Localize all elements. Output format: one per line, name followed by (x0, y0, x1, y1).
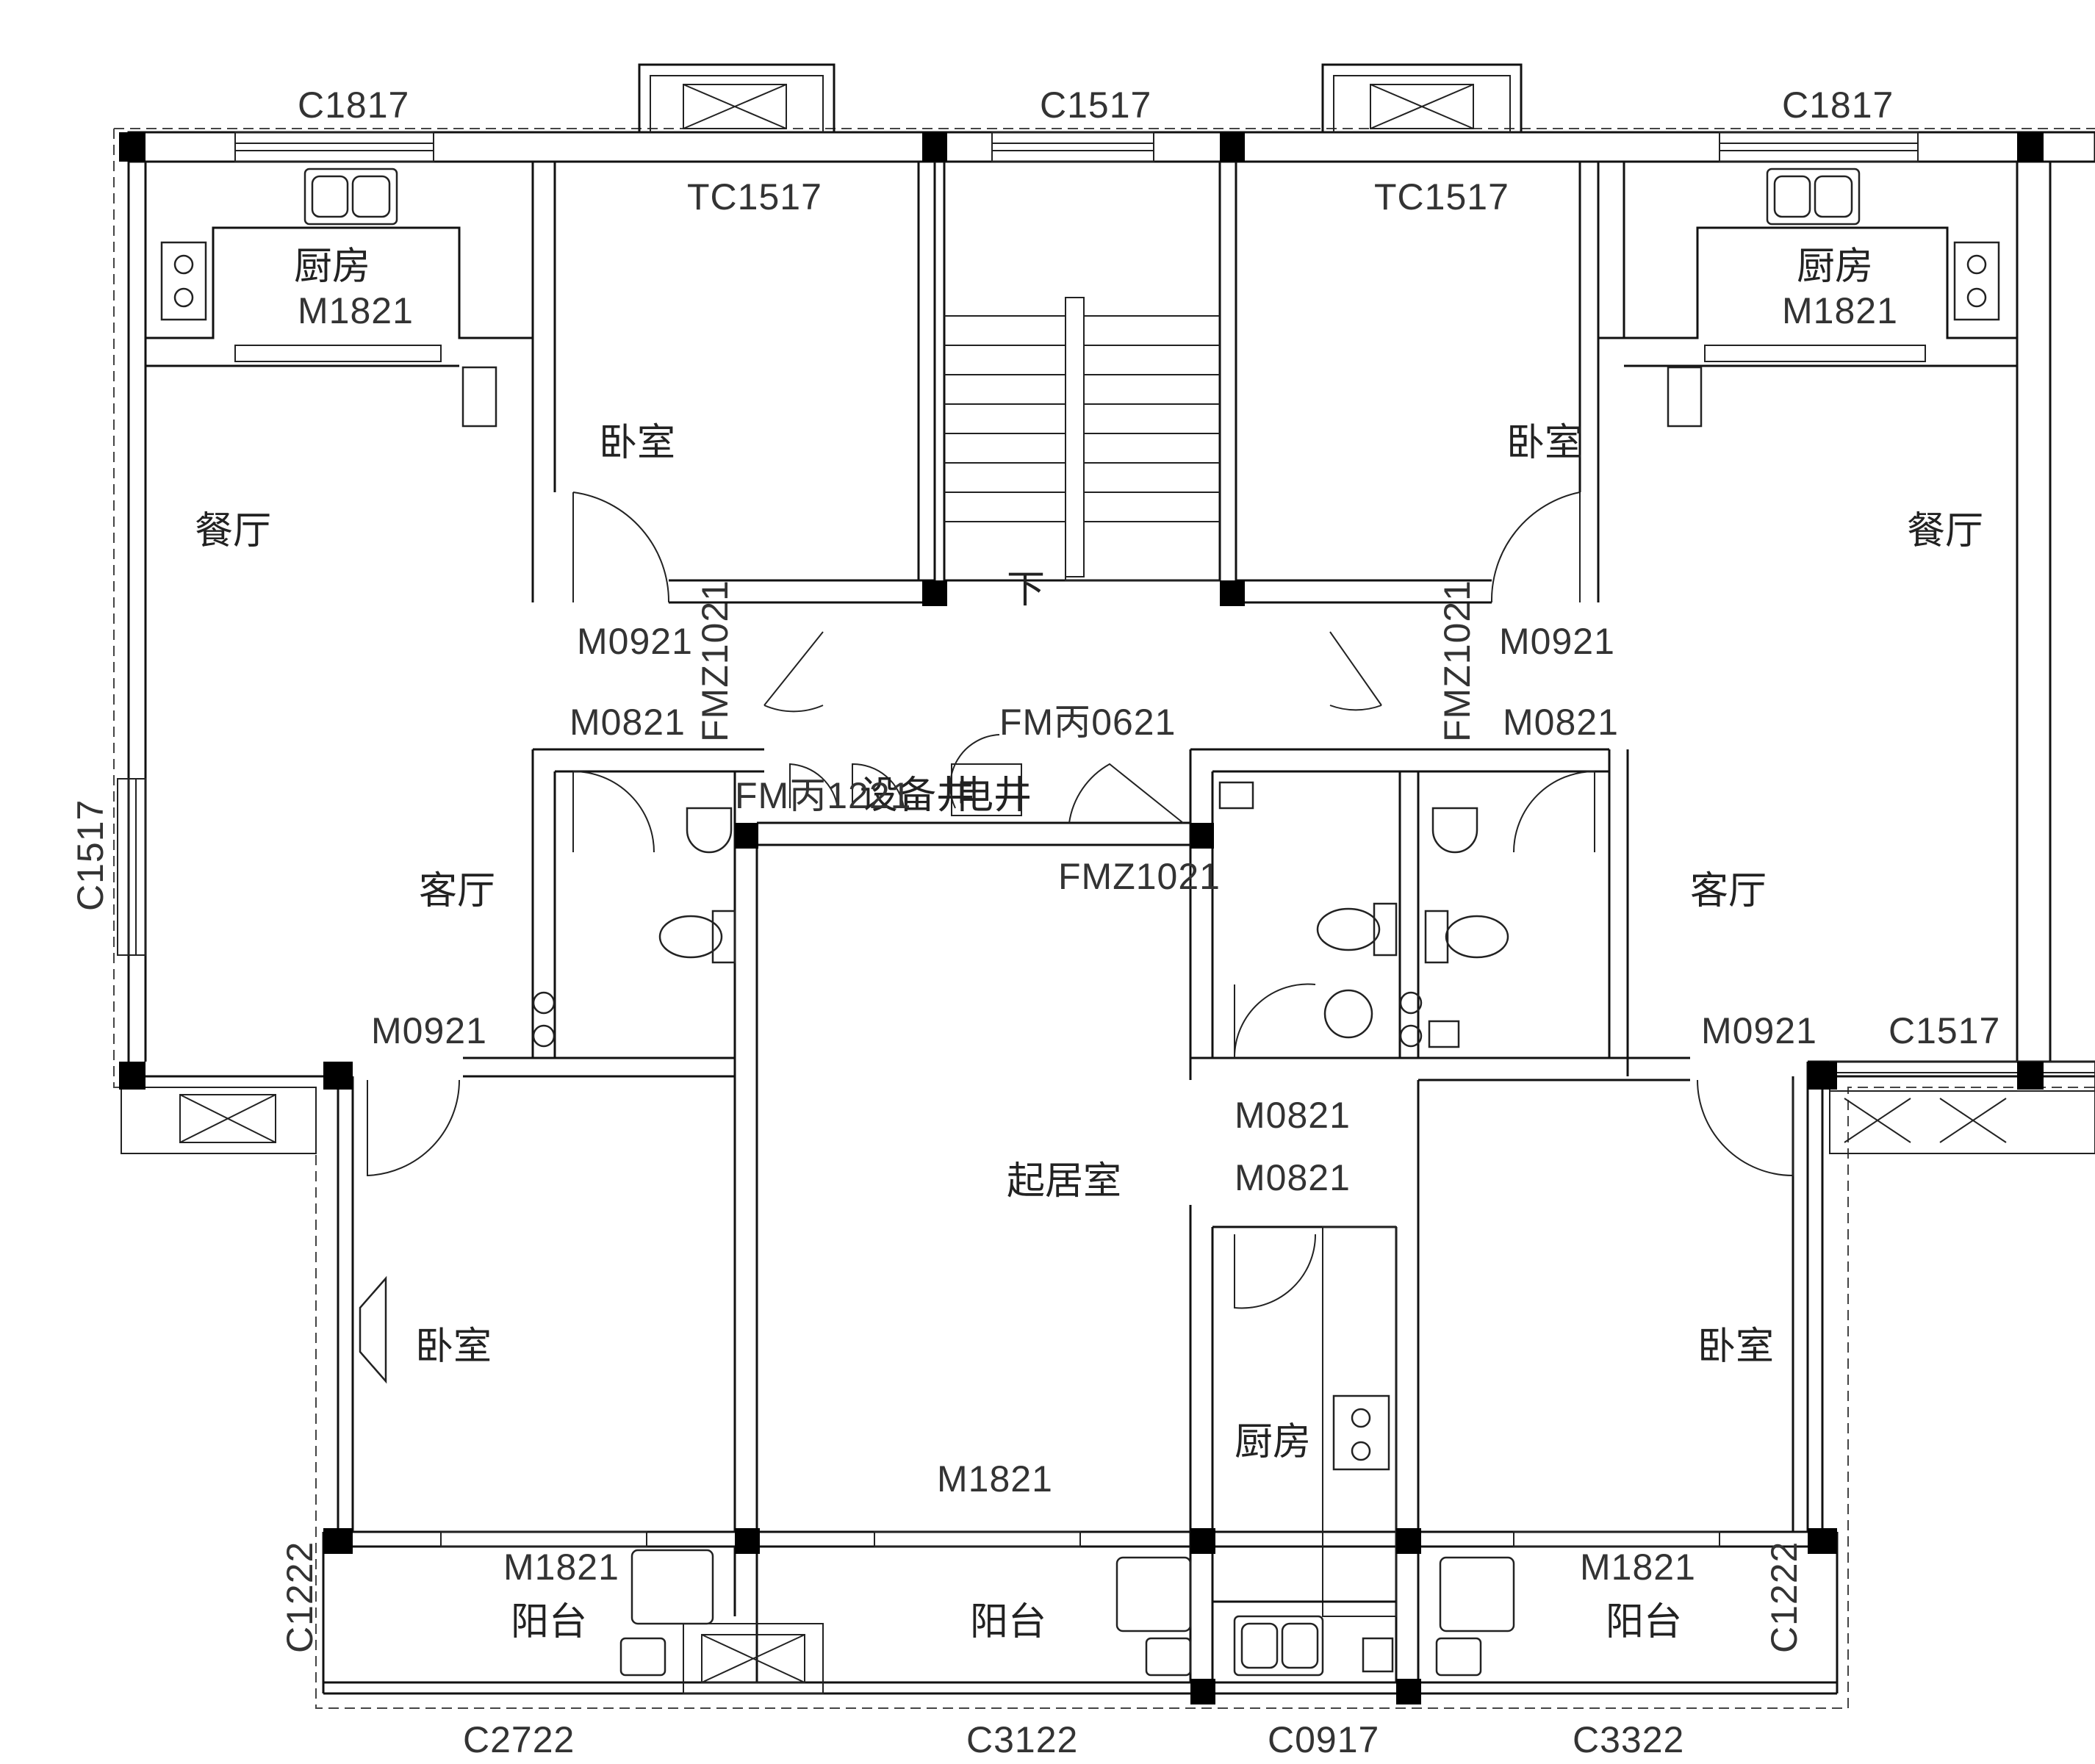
room-bedroom-top-right: 卧室 (1506, 421, 1583, 465)
window-c2722: C2722 (463, 1719, 575, 1760)
room-balcony-right: 阳台 (1606, 1600, 1682, 1644)
door-m1821-center: M1821 (937, 1458, 1053, 1500)
door-m0821-left: M0821 (569, 702, 686, 743)
door-fm0621: FM丙0621 (999, 702, 1176, 743)
stair-treads (944, 315, 1220, 522)
room-bedroom-bottom-right: 卧室 (1697, 1325, 1774, 1369)
room-kitchen-left: 厨房 (294, 245, 370, 289)
room-bedroom-top-left: 卧室 (599, 421, 675, 465)
window-tc1517-right: TC1517 (1374, 176, 1509, 217)
room-bedroom-bottom-left: 卧室 (415, 1325, 492, 1369)
window-c0917: C0917 (1268, 1719, 1379, 1760)
door-swings (367, 492, 1794, 1309)
bay-windows (638, 63, 1523, 132)
room-labels: 厨房 厨房 卧室 卧室 餐厅 餐厅 客厅 客厅 起居室 卧室 卧室 厨房 阳台 … (195, 245, 1983, 1644)
label-electric-shaft: 电井 (955, 774, 1032, 818)
door-codes: M1821 M1821 M0921 M0921 M0821 M0821 FMZ1… (298, 290, 1898, 1588)
window-c3122: C3122 (966, 1719, 1078, 1760)
window-c1517-left-side: C1517 (70, 799, 111, 911)
label-stair-down: 下 (1007, 568, 1045, 612)
window-tc1517-left: TC1517 (687, 176, 822, 217)
door-fmz1021-center: FMZ1021 (1058, 856, 1221, 897)
door-m0821-center-1: M0821 (1235, 1095, 1351, 1136)
door-m1821-kitchen-right: M1821 (1782, 290, 1898, 331)
room-living-right: 客厅 (1690, 869, 1767, 913)
interior-walls (121, 162, 2095, 1694)
label-equipment-shaft: 设备井 (860, 774, 974, 818)
room-kitchen-right: 厨房 (1797, 245, 1873, 289)
room-living-left: 客厅 (419, 869, 495, 913)
door-m0921-top-left: M0921 (577, 621, 693, 662)
door-m0921-top-right: M0921 (1499, 621, 1615, 662)
outer-dashed-outline (113, 128, 2095, 1709)
window-c1817-left: C1817 (298, 84, 409, 126)
structural-columns (119, 132, 2044, 1704)
room-kitchen-center: 厨房 (1235, 1420, 1311, 1464)
window-c1517-top: C1517 (1040, 84, 1151, 126)
window-c1222-left: C1222 (279, 1541, 320, 1653)
room-dining-left: 餐厅 (195, 509, 271, 553)
door-m0921-mid-right: M0921 (1701, 1010, 1817, 1051)
fixtures (160, 168, 2000, 1677)
room-balcony-left: 阳台 (511, 1600, 587, 1644)
door-fmz1021-right: FMZ1021 (1437, 580, 1478, 742)
window-c1817-right: C1817 (1782, 84, 1894, 126)
window-codes: C1817 C1517 C1817 TC1517 TC1517 C1517 C1… (70, 84, 2000, 1760)
door-fmz1021-left: FMZ1021 (694, 580, 736, 742)
window-c3322: C3322 (1573, 1719, 1684, 1760)
door-m0921-mid-left: M0921 (371, 1010, 487, 1051)
door-m1821-balcony-right: M1821 (1580, 1547, 1696, 1588)
door-m0821-center-2: M0821 (1235, 1157, 1351, 1198)
room-balcony-center: 阳台 (970, 1600, 1046, 1644)
room-living-center: 起居室 (1007, 1159, 1121, 1203)
room-dining-right: 餐厅 (1907, 509, 1983, 553)
window-c1222-right: C1222 (1764, 1541, 1805, 1653)
door-m1821-balcony-left: M1821 (503, 1547, 619, 1588)
door-fm1221: FM丙1221 (735, 775, 911, 816)
window-c1517-right-side: C1517 (1889, 1010, 2000, 1051)
door-m0821-right: M0821 (1503, 702, 1619, 743)
door-m1821-kitchen-left: M1821 (298, 290, 414, 331)
